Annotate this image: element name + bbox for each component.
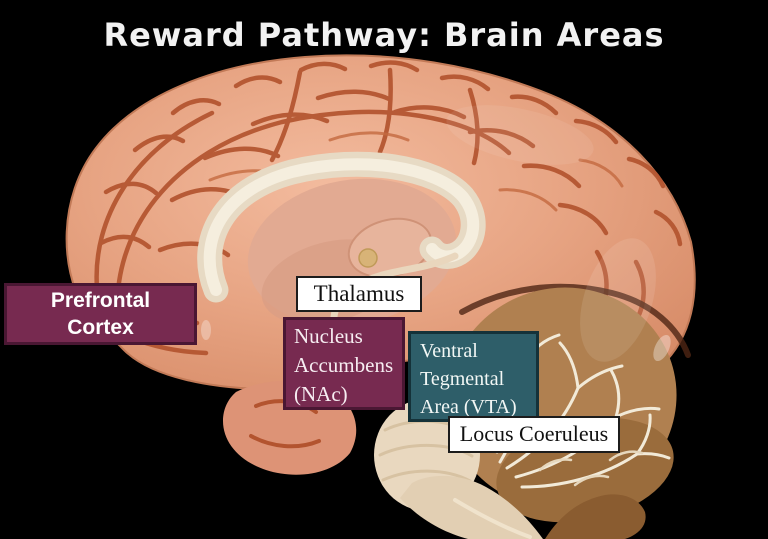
label-thalamus-text: Thalamus: [313, 281, 405, 306]
cerebellar-tonsil: [545, 494, 646, 539]
slide-title: Reward Pathway: Brain Areas: [0, 16, 768, 54]
specular-highlights: [201, 105, 671, 362]
cerebellum-lower-folia: [538, 450, 644, 487]
label-nac-line3: (NAc): [294, 382, 348, 406]
label-prefrontal-line2: Cortex: [67, 316, 134, 339]
label-thalamus: Thalamus: [296, 276, 422, 312]
label-vta-line1: Ventral: [420, 340, 478, 362]
slide-title-line1: Reward Pathway: Brain: [103, 16, 545, 54]
label-nac-line1: Nucleus: [294, 324, 363, 348]
label-prefrontal-cortex: Prefrontal Cortex: [4, 283, 197, 345]
label-vta-line2: Tegmental: [420, 368, 505, 390]
label-nac-line2: Accumbens: [294, 353, 394, 377]
label-locus-coeruleus: Locus Coeruleus: [448, 416, 620, 453]
label-prefrontal-line1: Prefrontal: [50, 289, 151, 312]
interthalamic-adhesion: [358, 248, 378, 268]
label-nucleus-accumbens: Nucleus Accumbens (NAc): [283, 317, 405, 410]
slide-title-line2: Areas: [556, 16, 665, 54]
label-locus-text: Locus Coeruleus: [459, 421, 609, 446]
label-vta-line3: Area (VTA): [420, 396, 517, 418]
label-ventral-tegmental-area: Ventral Tegmental Area (VTA): [408, 331, 539, 422]
